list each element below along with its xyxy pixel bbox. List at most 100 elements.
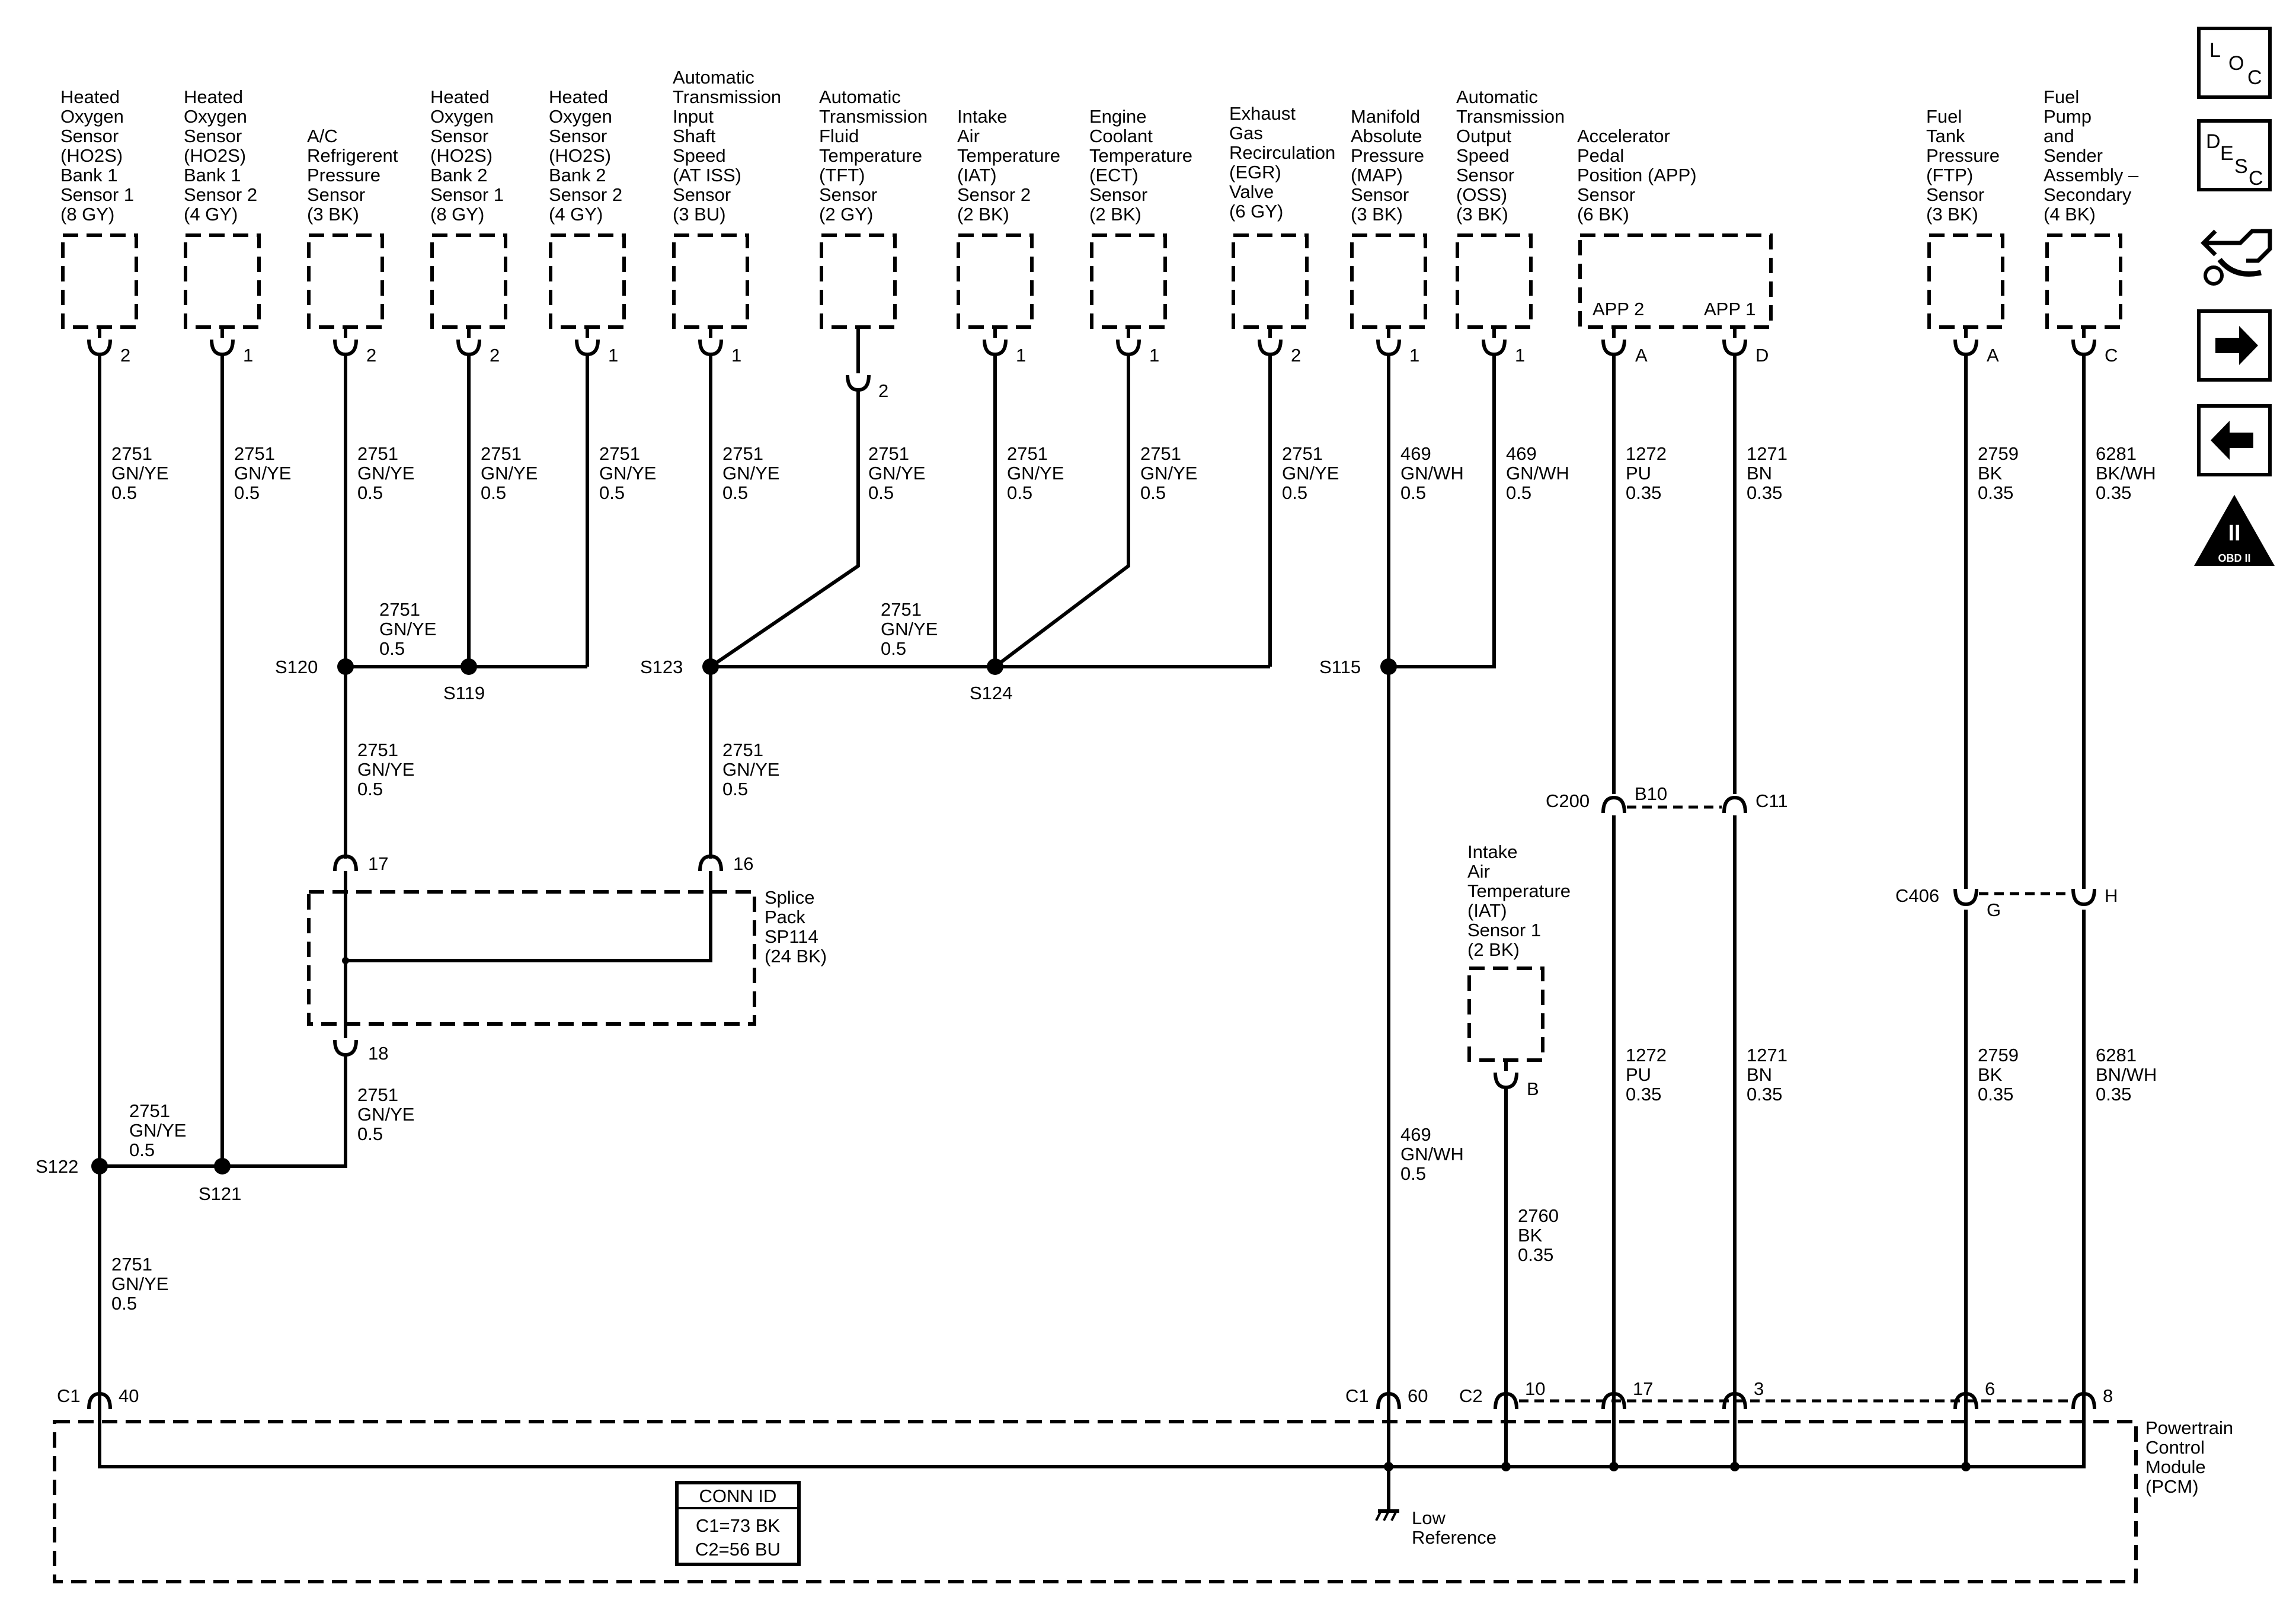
connector-label-c2: C2 bbox=[1459, 1385, 1483, 1406]
pin-number: 1 bbox=[608, 345, 618, 366]
splice-dot bbox=[342, 957, 349, 964]
component-box-fuel-pump bbox=[2045, 233, 2122, 329]
splice-label-s122: S122 bbox=[36, 1156, 78, 1177]
pin-number: 17 bbox=[368, 853, 388, 874]
app1-pin-label: APP 1 bbox=[1704, 299, 1755, 319]
svg-text:C: C bbox=[2249, 167, 2263, 190]
desc-icon[interactable]: D E S C bbox=[2197, 119, 2272, 191]
splice-dot bbox=[1730, 1462, 1739, 1471]
terminal-c2-10 bbox=[1494, 1391, 1518, 1416]
splice-label-s115: S115 bbox=[1319, 657, 1361, 677]
pin-number: 3 bbox=[1754, 1378, 1764, 1399]
terminal-oss bbox=[1482, 327, 1507, 357]
connector-c200-b10 bbox=[1601, 795, 1626, 814]
terminal-ho2s-b1s2 bbox=[210, 327, 235, 357]
obd-ii-icon[interactable]: II OBD II bbox=[2194, 495, 2275, 566]
conn-id-title: CONN ID bbox=[699, 1486, 777, 1506]
splice-dot bbox=[461, 658, 477, 675]
component-box-ho2s-b1s1 bbox=[61, 233, 138, 329]
pin-number: 10 bbox=[1525, 1378, 1545, 1399]
svg-text:II: II bbox=[2228, 521, 2240, 546]
wires bbox=[98, 354, 2086, 1399]
splice-dot bbox=[91, 1158, 108, 1174]
wire bbox=[346, 885, 712, 962]
wire bbox=[1389, 354, 1496, 668]
pin-number: 1 bbox=[1409, 345, 1419, 366]
terminal-sp-18 bbox=[333, 1031, 358, 1059]
splice-dot bbox=[1961, 1462, 1971, 1471]
splice-dot bbox=[1380, 658, 1397, 675]
conn-id-c2: C2=56 BU bbox=[695, 1539, 781, 1560]
terminal-c1-60 bbox=[1376, 1391, 1401, 1416]
pin-number: 17 bbox=[1633, 1378, 1653, 1399]
svg-text:D: D bbox=[2206, 130, 2221, 153]
terminal-at-iss bbox=[698, 327, 723, 357]
splice-dot bbox=[214, 1158, 231, 1174]
pin-number: 1 bbox=[243, 345, 253, 366]
component-box-egr bbox=[1232, 233, 1309, 329]
component-box-ho2s-b1s2 bbox=[184, 233, 261, 329]
terminal-fuel-pump bbox=[2071, 327, 2096, 357]
terminal-iat1 bbox=[1494, 1060, 1518, 1090]
pin-number: 1 bbox=[1016, 345, 1026, 366]
terminal-ho2s-b2s1 bbox=[456, 327, 481, 357]
arrow-right-icon[interactable] bbox=[2197, 309, 2272, 382]
pin-number: C11 bbox=[1755, 791, 1788, 811]
splice-dot bbox=[1609, 1462, 1619, 1471]
conn-id-c1: C1=73 BK bbox=[696, 1515, 781, 1536]
pin-number: 1 bbox=[731, 345, 741, 366]
terminal-sp-17 bbox=[333, 854, 358, 885]
terminal-ho2s-b1s1 bbox=[87, 327, 112, 357]
splice-label-s120: S120 bbox=[275, 657, 318, 677]
component-box-ftp bbox=[1927, 233, 2004, 329]
connector-tool-icon[interactable] bbox=[2201, 229, 2272, 286]
pcm-box bbox=[53, 1420, 2138, 1583]
pin-number: 2 bbox=[1291, 345, 1301, 366]
component-box-tft bbox=[820, 233, 897, 329]
component-box-ho2s-b2s1 bbox=[430, 233, 507, 329]
splice-dot bbox=[1501, 1462, 1511, 1471]
terminal-c1-40 bbox=[87, 1391, 112, 1416]
wire bbox=[709, 390, 860, 668]
loc-icon[interactable]: L O C bbox=[2197, 27, 2272, 99]
arrow-left-icon[interactable] bbox=[2197, 404, 2272, 476]
splice-label-s119: S119 bbox=[443, 683, 485, 703]
pin-number: C bbox=[2105, 345, 2118, 366]
terminal-ho2s-b2s2 bbox=[575, 327, 600, 357]
pin-number: H bbox=[2105, 885, 2118, 906]
splice-label-s124: S124 bbox=[970, 683, 1012, 703]
pin-number: 2 bbox=[490, 345, 500, 366]
pin-number: D bbox=[1755, 345, 1769, 366]
pin-number: G bbox=[1987, 900, 2001, 920]
